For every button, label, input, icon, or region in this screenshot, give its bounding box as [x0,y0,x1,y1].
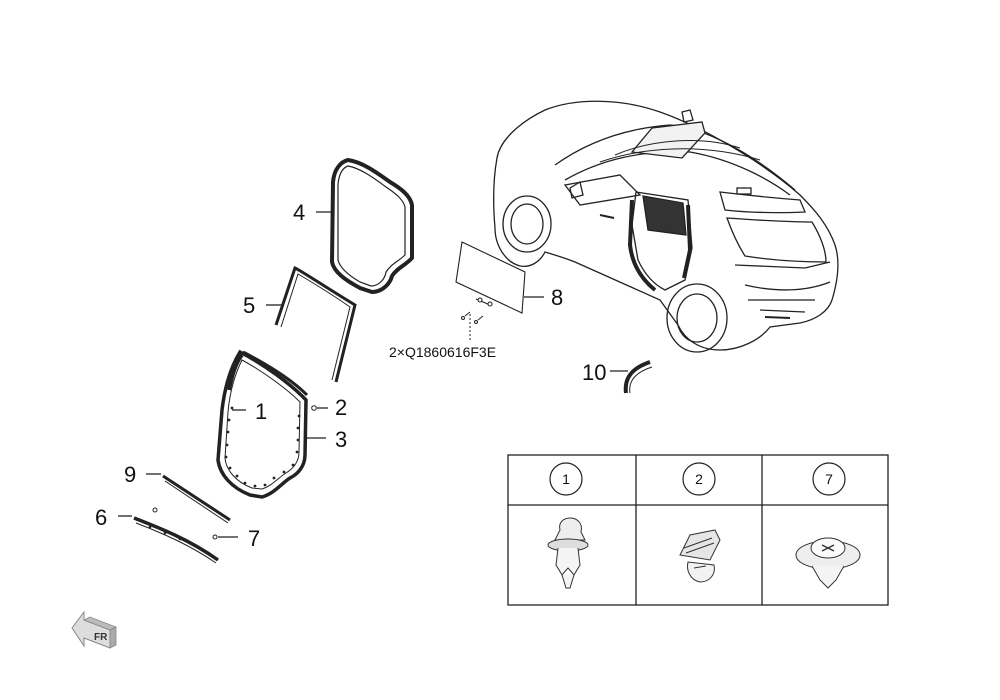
callout-3: 3 [335,427,347,452]
part-code-label: 2×Q1860616F3E [389,344,496,360]
legend-ref-7: 7 [812,462,846,496]
callout-2: 2 [335,395,347,420]
part-8-fixed-glass [455,241,526,314]
svg-text:7: 7 [825,471,833,487]
callout-6: 6 [95,505,107,530]
part-10-trim-piece [623,360,653,394]
vehicle-illustration [493,100,839,353]
part-8-screws [461,311,484,340]
part-5-glass-run-channel [274,266,357,383]
part-4-door-weatherstrip [329,157,414,295]
callout-7: 7 [248,526,260,551]
svg-text:1: 1 [562,471,570,487]
fir-tree-clip-icon [679,529,721,583]
part-6-outer-belt-moulding [133,516,220,564]
part-7-fastener [152,507,218,540]
callout-10: 10 [582,360,606,385]
front-direction-arrow-icon: FR [71,610,117,649]
callout-8: 8 [551,285,563,310]
callout-4: 4 [293,200,305,225]
svg-text:2: 2 [695,471,703,487]
round-trim-fastener-icon [795,537,861,589]
fr-label: FR [94,632,108,643]
callout-1: 1 [255,399,267,424]
legend-ref-1: 1 [549,462,583,496]
part-3-door-glass-assembly [216,349,309,499]
part-2-clip [311,405,317,411]
push-clip-icon [547,517,589,589]
part-9-inner-belt-strip [162,474,231,524]
callout-5: 5 [243,293,255,318]
callout-9: 9 [124,462,136,487]
legend-ref-2: 2 [682,462,716,496]
fastener-legend-table: 1 2 7 [507,454,889,606]
